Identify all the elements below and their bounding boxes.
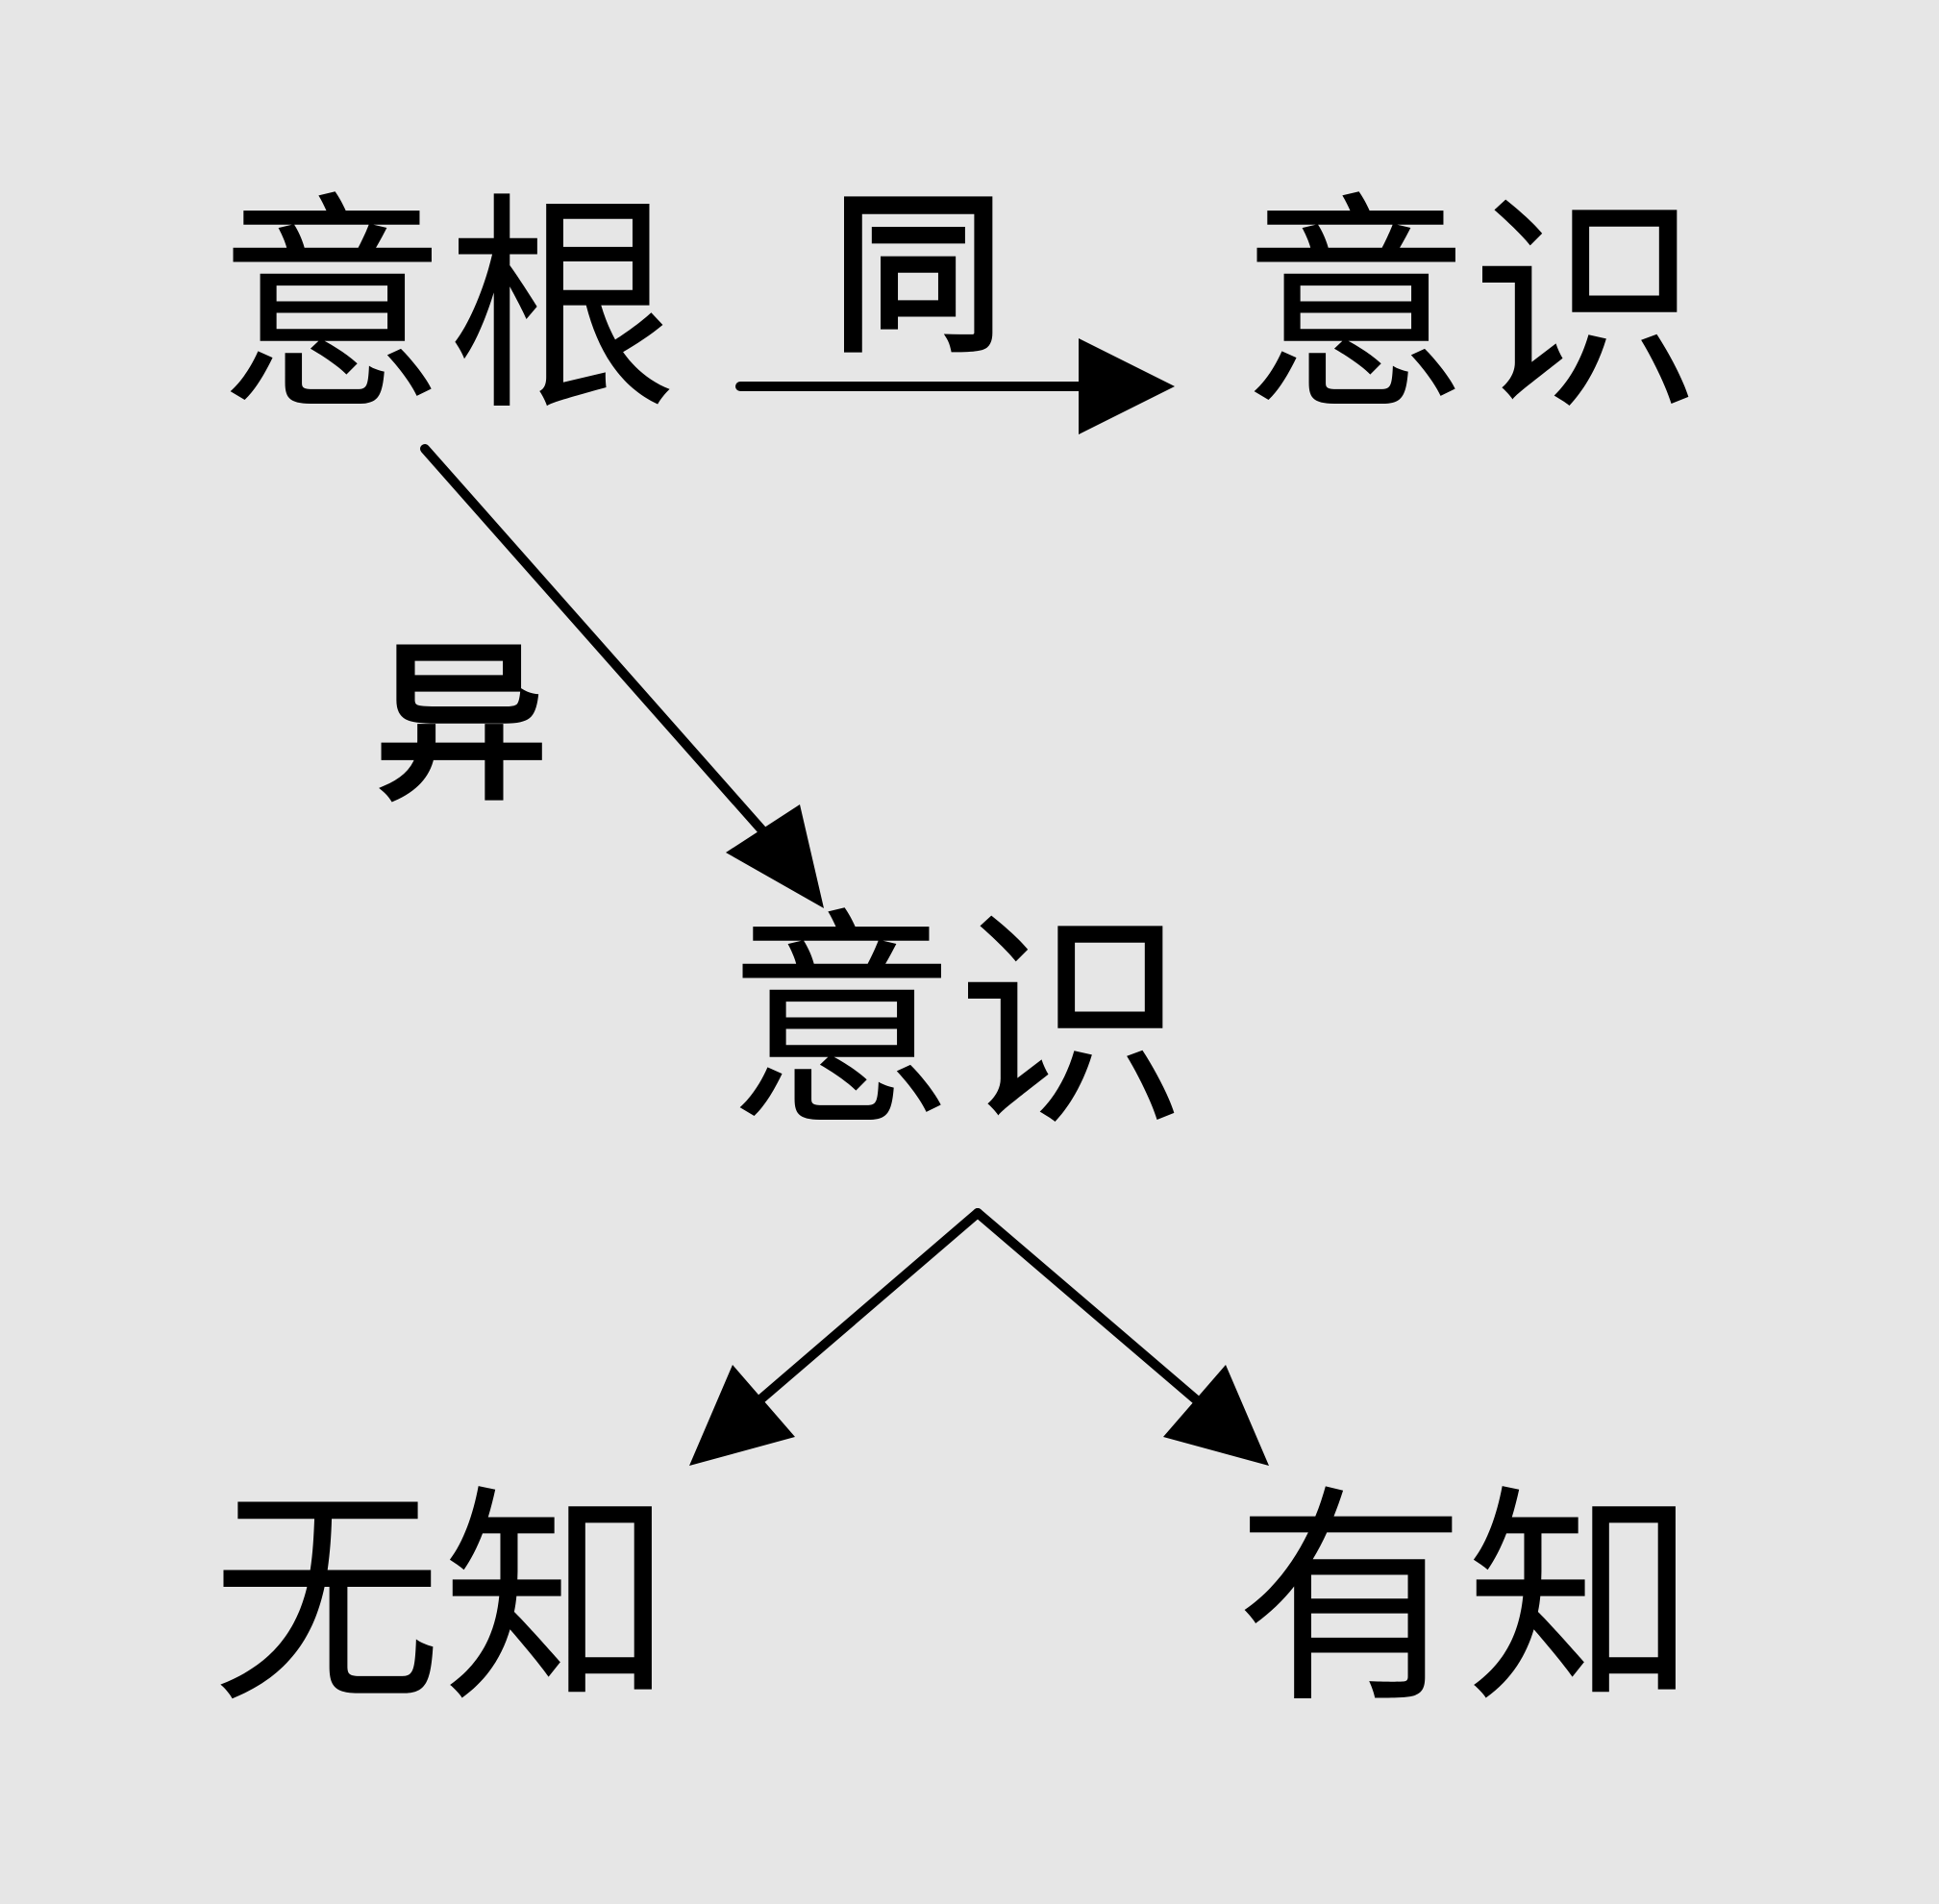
node-wuzhi: 无知 (211, 1466, 674, 1735)
node-yishi-top: 意识 (1240, 173, 1703, 442)
edge-yigen-to-yishi-mid (420, 444, 824, 908)
arrowhead (1163, 1365, 1269, 1466)
arrowhead (689, 1365, 795, 1466)
edge-line (420, 444, 774, 843)
edge-label-tong: 同 (832, 176, 1006, 377)
edge-line (755, 1208, 982, 1405)
arrowhead (1079, 338, 1175, 434)
arrowhead (726, 804, 824, 908)
node-yigen: 意根 (216, 173, 679, 442)
edge-line (973, 1208, 1202, 1405)
node-yishi-mid: 意识 (726, 889, 1188, 1158)
edge-yishi-to-youzhi (973, 1208, 1269, 1466)
edge-label-yi: 异 (375, 625, 549, 826)
edge-yishi-to-wuzhi (689, 1208, 982, 1466)
edge-yigen-to-yishi-top (735, 338, 1175, 434)
node-youzhi: 有知 (1235, 1466, 1698, 1735)
